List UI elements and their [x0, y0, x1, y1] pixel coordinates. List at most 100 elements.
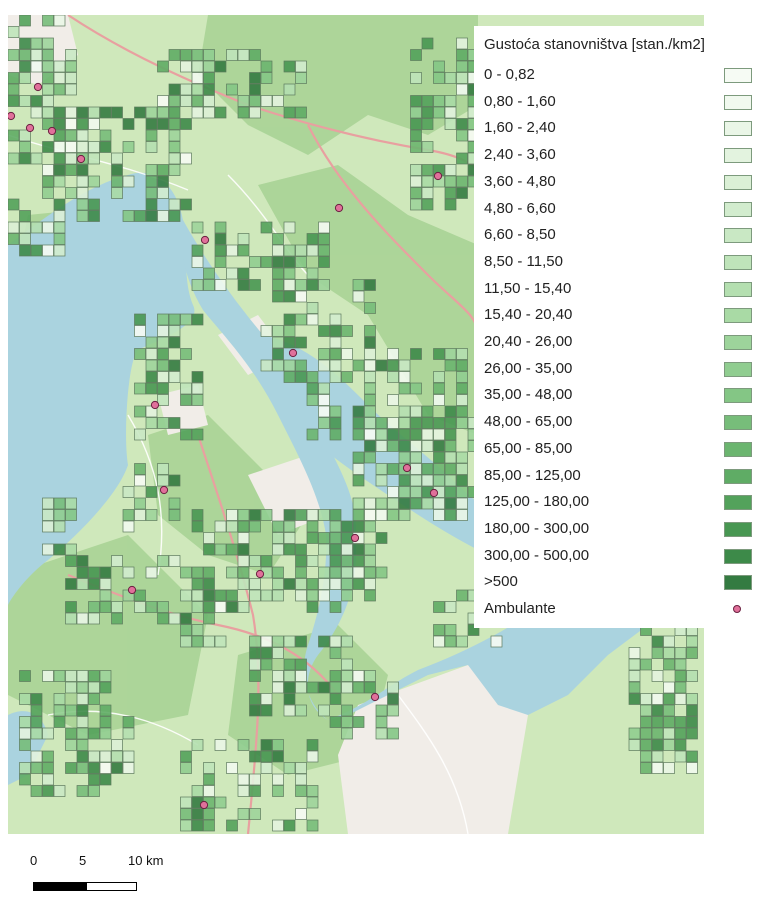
density-cell[interactable]	[283, 819, 296, 832]
density-cell[interactable]	[168, 95, 181, 107]
density-cell[interactable]	[249, 635, 261, 648]
density-cell[interactable]	[364, 405, 376, 418]
density-cell[interactable]	[398, 497, 411, 510]
density-cell[interactable]	[53, 118, 66, 130]
density-cell[interactable]	[30, 785, 43, 797]
density-cell[interactable]	[364, 555, 376, 567]
density-cell[interactable]	[157, 60, 169, 73]
density-cell[interactable]	[686, 727, 698, 740]
density-cell[interactable]	[65, 164, 77, 176]
density-cell[interactable]	[364, 509, 376, 521]
density-cell[interactable]	[628, 739, 641, 751]
density-cell[interactable]	[456, 129, 468, 142]
density-cell[interactable]	[42, 49, 54, 61]
density-cell[interactable]	[375, 474, 388, 487]
density-cell[interactable]	[364, 348, 376, 360]
density-cell[interactable]	[145, 336, 158, 349]
density-cell[interactable]	[53, 175, 66, 188]
density-cell[interactable]	[168, 359, 181, 372]
density-cell[interactable]	[237, 106, 250, 119]
density-cell[interactable]	[456, 359, 468, 372]
density-cell[interactable]	[421, 474, 434, 487]
density-cell[interactable]	[283, 693, 296, 705]
density-cell[interactable]	[99, 704, 112, 717]
density-cell[interactable]	[53, 210, 66, 222]
density-cell[interactable]	[145, 486, 158, 498]
density-cell[interactable]	[65, 612, 77, 625]
density-cell[interactable]	[19, 152, 31, 165]
density-cell[interactable]	[318, 221, 330, 234]
density-cell[interactable]	[651, 704, 664, 717]
density-cell[interactable]	[410, 463, 422, 475]
density-cell[interactable]	[456, 451, 468, 464]
density-cell[interactable]	[203, 762, 215, 774]
ambulanta-marker[interactable]	[47, 126, 57, 136]
density-cell[interactable]	[295, 72, 307, 84]
density-cell[interactable]	[168, 474, 181, 487]
density-cell[interactable]	[628, 693, 641, 705]
density-cell[interactable]	[306, 371, 319, 383]
density-cell[interactable]	[65, 727, 77, 740]
density-cell[interactable]	[180, 313, 192, 326]
ambulanta-marker[interactable]	[199, 800, 209, 810]
density-cell[interactable]	[180, 348, 192, 360]
density-cell[interactable]	[364, 325, 376, 337]
density-cell[interactable]	[640, 762, 652, 774]
density-cell[interactable]	[272, 785, 284, 797]
density-cell[interactable]	[157, 348, 169, 360]
density-cell[interactable]	[352, 451, 365, 464]
density-cell[interactable]	[329, 532, 342, 544]
density-cell[interactable]	[272, 233, 284, 245]
density-cell[interactable]	[410, 474, 422, 487]
ambulanta-marker[interactable]	[334, 203, 344, 213]
density-cell[interactable]	[260, 72, 273, 84]
density-cell[interactable]	[134, 313, 146, 326]
density-cell[interactable]	[226, 601, 238, 613]
ambulante-markers[interactable]	[8, 82, 443, 810]
density-cell[interactable]	[191, 313, 204, 326]
density-cell[interactable]	[306, 819, 319, 832]
density-cell[interactable]	[306, 382, 319, 395]
density-cell[interactable]	[272, 279, 284, 291]
density-cell[interactable]	[168, 198, 181, 211]
density-cell[interactable]	[364, 440, 376, 452]
density-cell[interactable]	[237, 233, 250, 245]
density-cell[interactable]	[306, 796, 319, 809]
density-cell[interactable]	[99, 589, 112, 602]
density-cell[interactable]	[88, 750, 100, 763]
density-cell[interactable]	[76, 141, 89, 153]
density-cell[interactable]	[8, 152, 20, 165]
density-cell[interactable]	[375, 463, 388, 475]
density-cell[interactable]	[134, 497, 146, 510]
density-cell[interactable]	[42, 750, 54, 763]
density-cell[interactable]	[364, 451, 376, 464]
density-cell[interactable]	[640, 750, 652, 763]
density-cell[interactable]	[53, 129, 66, 142]
density-cell[interactable]	[421, 428, 434, 441]
density-cell[interactable]	[249, 520, 261, 533]
density-cell[interactable]	[410, 175, 422, 188]
density-cell[interactable]	[352, 520, 365, 533]
density-cell[interactable]	[260, 647, 273, 659]
density-cell[interactable]	[88, 152, 100, 165]
density-cell[interactable]	[214, 601, 227, 613]
density-cell[interactable]	[249, 704, 261, 717]
density-cell[interactable]	[145, 106, 158, 119]
density-cell[interactable]	[53, 198, 66, 211]
density-cell[interactable]	[364, 566, 376, 579]
density-cell[interactable]	[249, 647, 261, 659]
density-cell[interactable]	[42, 83, 54, 96]
density-cell[interactable]	[272, 681, 284, 694]
density-cell[interactable]	[145, 601, 158, 613]
density-cell[interactable]	[318, 279, 330, 291]
density-cell[interactable]	[352, 509, 365, 521]
density-cell[interactable]	[53, 244, 66, 257]
density-cell[interactable]	[76, 704, 89, 717]
density-cell[interactable]	[76, 175, 89, 188]
density-cell[interactable]	[111, 187, 123, 199]
density-cell[interactable]	[19, 15, 31, 27]
density-cell[interactable]	[272, 819, 284, 832]
density-cell[interactable]	[283, 520, 296, 533]
density-cell[interactable]	[168, 325, 181, 337]
density-cell[interactable]	[42, 187, 54, 199]
